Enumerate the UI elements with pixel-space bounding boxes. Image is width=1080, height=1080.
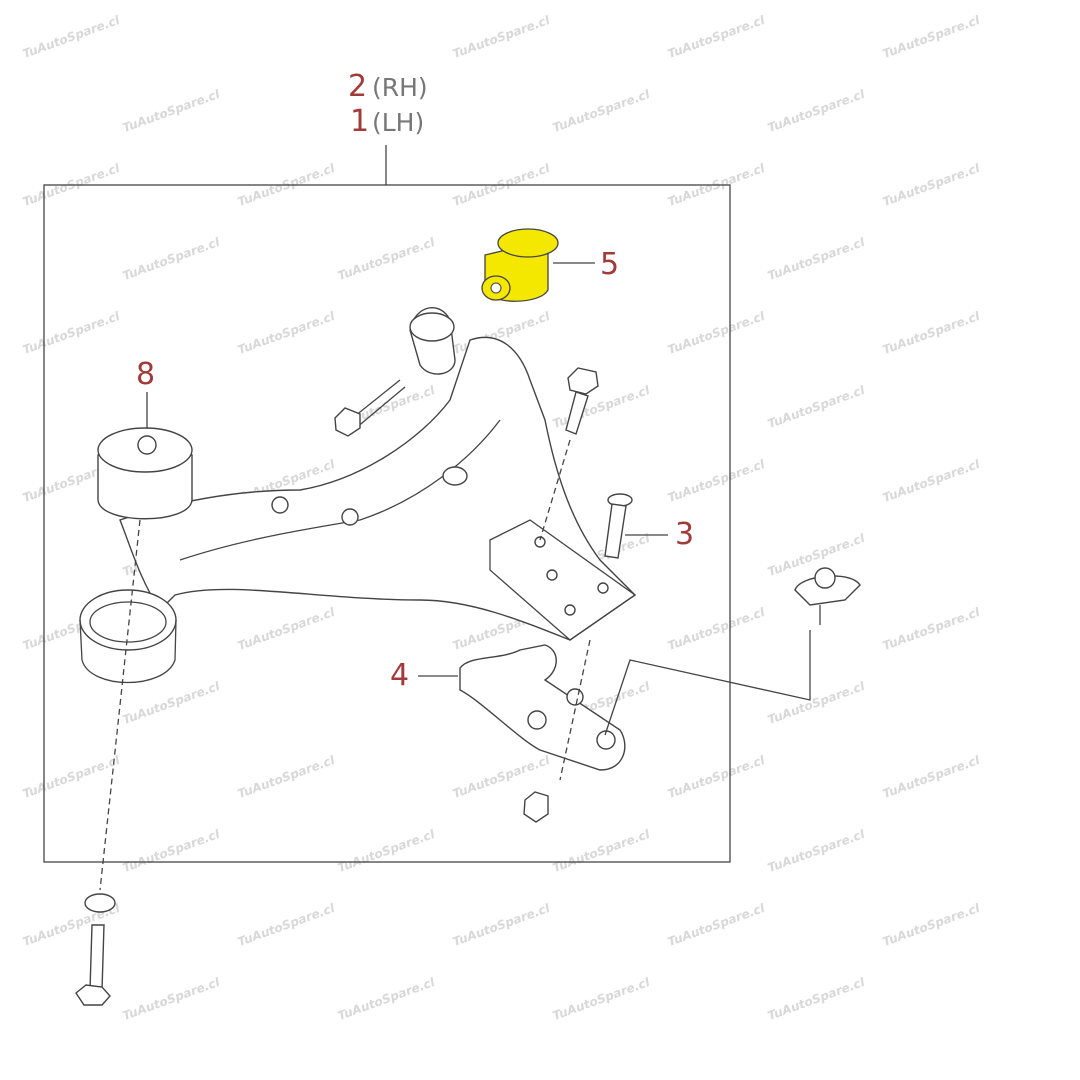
callout-part-5: 5 — [600, 247, 620, 282]
plate-part-4 — [459, 644, 626, 771]
control-arm — [119, 336, 637, 641]
callout-part-4: 4 — [390, 658, 410, 693]
callout-part-3: 3 — [675, 517, 695, 552]
bushing-part-8 — [97, 427, 193, 520]
ball-joint-mount — [489, 519, 637, 641]
callout-part-8: 8 — [136, 357, 156, 392]
callout-part-1-side: (LH) — [372, 108, 425, 137]
callout-part-1: 1 — [350, 104, 370, 139]
bushing-part-5 — [481, 228, 559, 302]
ball-joint — [794, 567, 861, 625]
callout-part-2: 2 — [348, 69, 368, 104]
callout-part-2-side: (RH) — [372, 73, 428, 102]
rear-bushing-housing — [79, 589, 177, 651]
assembly-frame — [43, 184, 731, 863]
nut — [523, 791, 549, 823]
